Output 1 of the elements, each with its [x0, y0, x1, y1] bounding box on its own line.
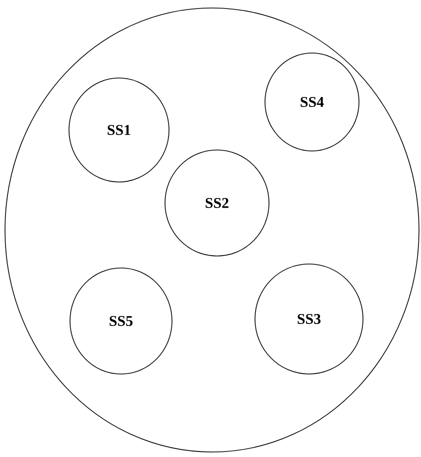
- circle: [4, 8, 420, 452]
